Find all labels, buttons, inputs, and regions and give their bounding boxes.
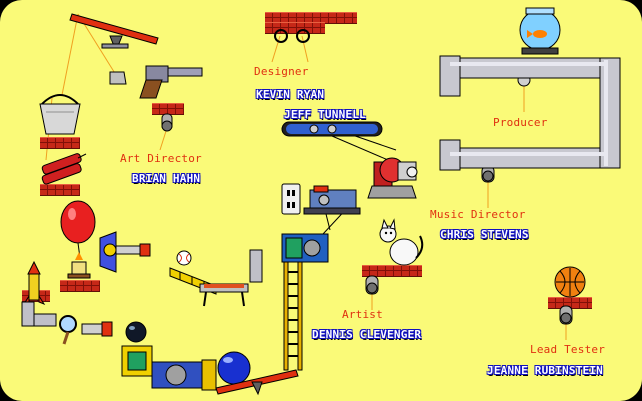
mouse-cage-icon <box>281 233 329 263</box>
fishbowl-icon <box>519 7 561 55</box>
bellows-icon <box>99 231 151 273</box>
outlet-icon <box>281 183 301 215</box>
bowling-ball-icon <box>125 321 147 343</box>
baseball-icon <box>176 250 192 266</box>
music-director-role: Music Director <box>430 208 526 221</box>
dynamite-icon <box>41 153 87 185</box>
basketball-icon <box>554 266 586 298</box>
brick-shelf <box>60 280 100 292</box>
artist-name: DENNIS CLEVENGER <box>312 328 422 341</box>
magnifier-icon <box>59 315 77 345</box>
candle-icon <box>67 252 91 279</box>
conveyor-belt-icon <box>281 121 383 137</box>
producer-role: Producer <box>493 116 548 129</box>
art-director-role: Art Director <box>120 152 202 165</box>
cat-icon <box>379 218 424 266</box>
lead-tester-name: JEANNE RUBINSTEIN <box>487 364 603 377</box>
electric-motor-icon <box>303 185 361 215</box>
seesaw-icon <box>215 369 299 396</box>
art-director-name: BRIAN HAHN <box>132 172 201 185</box>
pulley-icon <box>161 113 173 132</box>
designer-name: KEVIN RYAN <box>256 88 325 101</box>
revolver-icon <box>109 65 203 99</box>
trampoline-icon <box>199 283 249 307</box>
bucket-icon <box>39 94 81 135</box>
generator-icon <box>367 157 418 199</box>
pipe-icon <box>21 301 57 327</box>
balloon-icon <box>60 200 96 259</box>
pipe-icon <box>249 249 263 283</box>
designer2-name: JEFF TUNNELL <box>284 108 366 121</box>
rocket-icon <box>22 260 46 306</box>
lead-tester-role: Lead Tester <box>530 343 606 356</box>
bowling-ball-icon <box>217 351 251 385</box>
flashlight-icon <box>81 321 113 337</box>
music-director-name: CHRIS STEVENS <box>440 228 529 241</box>
brick-shelf <box>40 184 80 196</box>
artist-role: Artist <box>342 308 383 321</box>
brick-shelf <box>40 137 80 149</box>
brick-shelf <box>362 265 422 277</box>
mouse-cage-icon <box>121 345 217 391</box>
pipe-icon <box>439 55 621 171</box>
hook-icon <box>274 29 310 43</box>
designer-role: Designer <box>254 65 309 78</box>
seesaw-icon <box>69 13 159 49</box>
